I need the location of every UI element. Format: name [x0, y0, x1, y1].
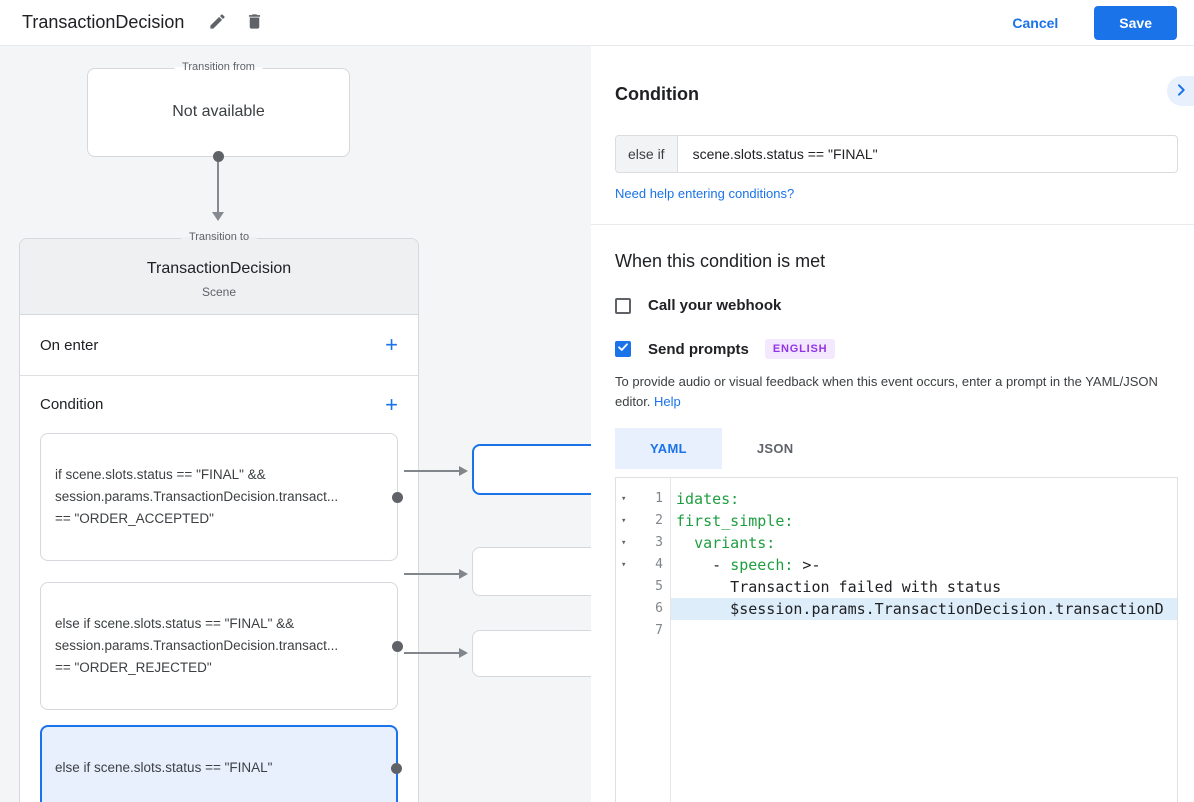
- arrow-down-icon: [212, 212, 224, 221]
- panel-title: Condition: [615, 84, 699, 104]
- connector-line: [404, 470, 460, 472]
- editor-line-highlighted: $session.params.TransactionDecision.tran…: [671, 598, 1177, 621]
- divider: [20, 375, 418, 376]
- scene-name: TransactionDecision: [146, 260, 292, 277]
- connector-dot: [392, 491, 403, 503]
- on-enter-label: On enter: [40, 336, 99, 354]
- condition-expression-input[interactable]: scene.slots.status == "FINAL": [692, 146, 878, 162]
- condition-label: Condition: [40, 396, 104, 413]
- divider: [591, 224, 1194, 225]
- on-enter-section: On enter +: [20, 315, 418, 375]
- tab-json[interactable]: JSON: [722, 428, 829, 469]
- scene-flow-diagram: Transition from Not available Transition…: [0, 46, 591, 802]
- yaml-code-editor[interactable]: ▾ 1 ▾ 2 ▾ 3 ▾ 4 5 6 7 idates: first_simple: …: [615, 477, 1178, 802]
- when-condition-met-heading: When this condition is met: [615, 251, 826, 271]
- send-prompts-option-row: Send prompts ENGLISH: [615, 339, 1178, 359]
- condition-section: Condition + if scene.slots.status == "FI…: [20, 376, 418, 802]
- line-number: 3: [655, 535, 663, 551]
- editor-line: - speech: >-: [676, 556, 821, 575]
- condition-expression-field: else if scene.slots.status == "FINAL": [615, 135, 1178, 173]
- editor-line: Transaction failed with status: [676, 578, 1002, 597]
- call-webhook-label: Call your webhook: [648, 297, 782, 314]
- line-number: 2: [655, 513, 663, 529]
- condition-prefix-label: else if: [616, 136, 678, 172]
- language-badge: ENGLISH: [764, 339, 836, 359]
- transition-from-content: Not available: [172, 103, 265, 120]
- editor-line: variants:: [694, 534, 776, 553]
- editor-line: [671, 620, 1177, 642]
- transition-target-box-1[interactable]: [472, 444, 591, 495]
- editor-gutter: ▾ 1 ▾ 2 ▾ 3 ▾ 4 5 6 7: [616, 478, 671, 802]
- editor-format-tabs: YAML JSON: [615, 428, 1178, 470]
- help-link[interactable]: Help: [654, 394, 681, 410]
- condition-item-order-accepted[interactable]: if scene.slots.status == "FINAL" && sess…: [40, 433, 403, 561]
- condition-text: if scene.slots.status == "FINAL" && sess…: [55, 467, 339, 526]
- tab-yaml[interactable]: YAML: [615, 428, 722, 470]
- transition-from-legend: Transition from: [174, 61, 263, 73]
- save-button[interactable]: Save: [1094, 5, 1177, 40]
- line-number: 4: [655, 557, 663, 573]
- cancel-button[interactable]: Cancel: [1012, 14, 1059, 31]
- prompt-helper-text: To provide audio or visual feedback when…: [615, 374, 1158, 410]
- fold-toggle-icon[interactable]: ▾: [621, 516, 627, 527]
- arrow-right-icon: [459, 466, 468, 476]
- edit-title-button[interactable]: [204, 8, 231, 38]
- trash-icon: [245, 12, 264, 34]
- connector-dot: [392, 640, 403, 652]
- send-prompts-checkbox[interactable]: [615, 341, 631, 357]
- add-condition-button[interactable]: +: [385, 391, 398, 417]
- transition-to-legend: Transition to: [180, 231, 258, 243]
- line-number: 6: [655, 601, 663, 617]
- delete-scene-button[interactable]: [241, 8, 268, 38]
- line-number: 1: [655, 491, 663, 507]
- connector-line: [404, 652, 460, 654]
- line-number: 5: [655, 579, 663, 595]
- condition-item-order-rejected[interactable]: else if scene.slots.status == "FINAL" &&…: [40, 582, 403, 710]
- send-prompts-label: Send prompts: [648, 340, 749, 358]
- condition-text: else if scene.slots.status == "FINAL" &&…: [55, 616, 339, 675]
- condition-item-final-selected[interactable]: else if scene.slots.status == "FINAL": [40, 725, 402, 802]
- top-bar: TransactionDecision Cancel Save: [0, 0, 1194, 46]
- fold-toggle-icon[interactable]: ▾: [621, 560, 627, 571]
- scene-type-label: Scene: [201, 285, 237, 299]
- transition-from-box: Transition from Not available: [87, 61, 350, 157]
- connector-line: [217, 157, 219, 212]
- transition-target-box-2[interactable]: [472, 547, 591, 596]
- arrow-right-icon: [459, 569, 468, 579]
- editor-code-area[interactable]: idates: first_simple: variants: - speech…: [671, 478, 1177, 802]
- add-on-enter-button[interactable]: +: [385, 332, 398, 357]
- editor-line: idates:: [676, 490, 740, 509]
- chevron-right-icon: [1173, 82, 1189, 101]
- checkmark-icon: [617, 340, 629, 358]
- connector-dot: [391, 762, 402, 774]
- call-webhook-checkbox[interactable]: [615, 297, 631, 314]
- line-number: 7: [655, 623, 663, 639]
- pencil-icon: [208, 12, 227, 34]
- page-title: TransactionDecision: [22, 12, 185, 32]
- condition-text: else if scene.slots.status == "FINAL": [55, 760, 273, 775]
- transition-to-card: Transition to TransactionDecision Scene …: [19, 231, 419, 802]
- webhook-option-row: Call your webhook: [615, 297, 1178, 314]
- collapse-panel-button[interactable]: [1167, 76, 1194, 106]
- transition-target-box-3[interactable]: [472, 630, 591, 677]
- connector-dot: [213, 151, 224, 162]
- editor-line: first_simple:: [676, 512, 794, 531]
- conditions-help-link[interactable]: Need help entering conditions?: [615, 186, 795, 201]
- connector-line: [404, 573, 460, 575]
- fold-toggle-icon[interactable]: ▾: [621, 494, 627, 505]
- scene-header: TransactionDecision Scene: [20, 239, 418, 315]
- arrow-right-icon: [459, 648, 468, 658]
- fold-toggle-icon[interactable]: ▾: [621, 538, 627, 549]
- condition-editor-panel: Condition else if scene.slots.status == …: [591, 46, 1194, 802]
